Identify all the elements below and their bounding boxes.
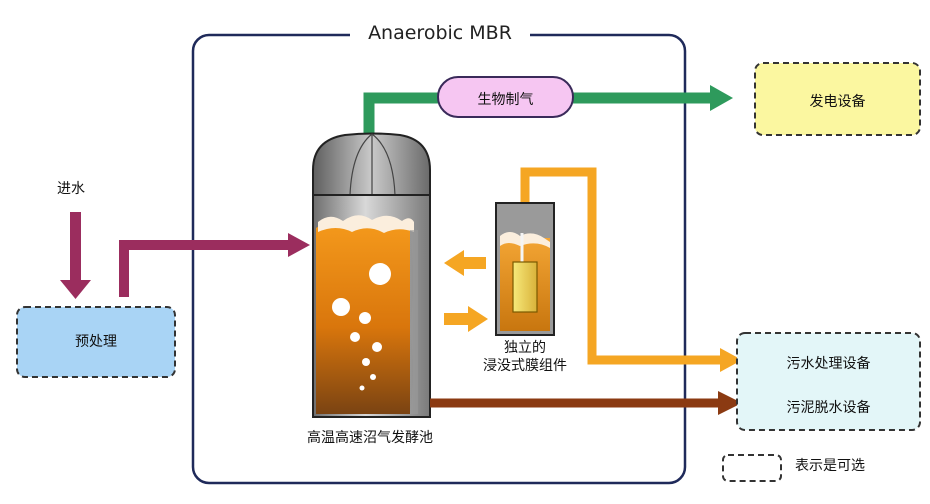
membrane-label-line2: 浸没式膜组件 <box>483 358 567 374</box>
bubble <box>350 332 360 342</box>
membrane-label-line1: 独立的 <box>504 340 546 356</box>
pretreatment-box <box>16 306 176 378</box>
bubble <box>362 358 370 366</box>
mbr-frame-title: Anaerobic MBR <box>350 22 530 44</box>
power-label: 发电设备 <box>809 94 866 110</box>
biogas-label: 生物制气 <box>477 92 534 108</box>
power-box <box>754 62 921 136</box>
bubble <box>332 298 350 316</box>
influent-arrow <box>60 212 91 299</box>
biogas-arrow <box>363 85 733 133</box>
digester-tank <box>312 132 431 418</box>
bubble <box>372 342 382 352</box>
permeate-arrow <box>520 167 742 372</box>
digester-label: 高温高速沼气发酵池 <box>307 430 433 446</box>
bubble <box>370 374 376 380</box>
feed-arrow-right <box>444 306 488 332</box>
pretreat-to-digester-arrow <box>119 233 310 297</box>
membrane-module <box>495 202 555 336</box>
bubble <box>369 263 391 285</box>
biogas-pill <box>437 76 574 118</box>
legend-dashed-swatch <box>722 454 782 482</box>
legend-optional-label: 表示是可选 <box>795 458 865 474</box>
wastewater-label: 污水处理设备 <box>786 356 871 372</box>
bubble <box>359 385 365 391</box>
return-arrow-left <box>444 250 486 276</box>
sludge-label: 污泥脱水设备 <box>786 400 871 416</box>
influent-label: 进水 <box>57 181 85 197</box>
pretreatment-label: 预处理 <box>75 334 117 350</box>
sludge-arrow <box>430 391 742 415</box>
wastewater-box <box>736 332 921 431</box>
bubble <box>359 312 371 324</box>
